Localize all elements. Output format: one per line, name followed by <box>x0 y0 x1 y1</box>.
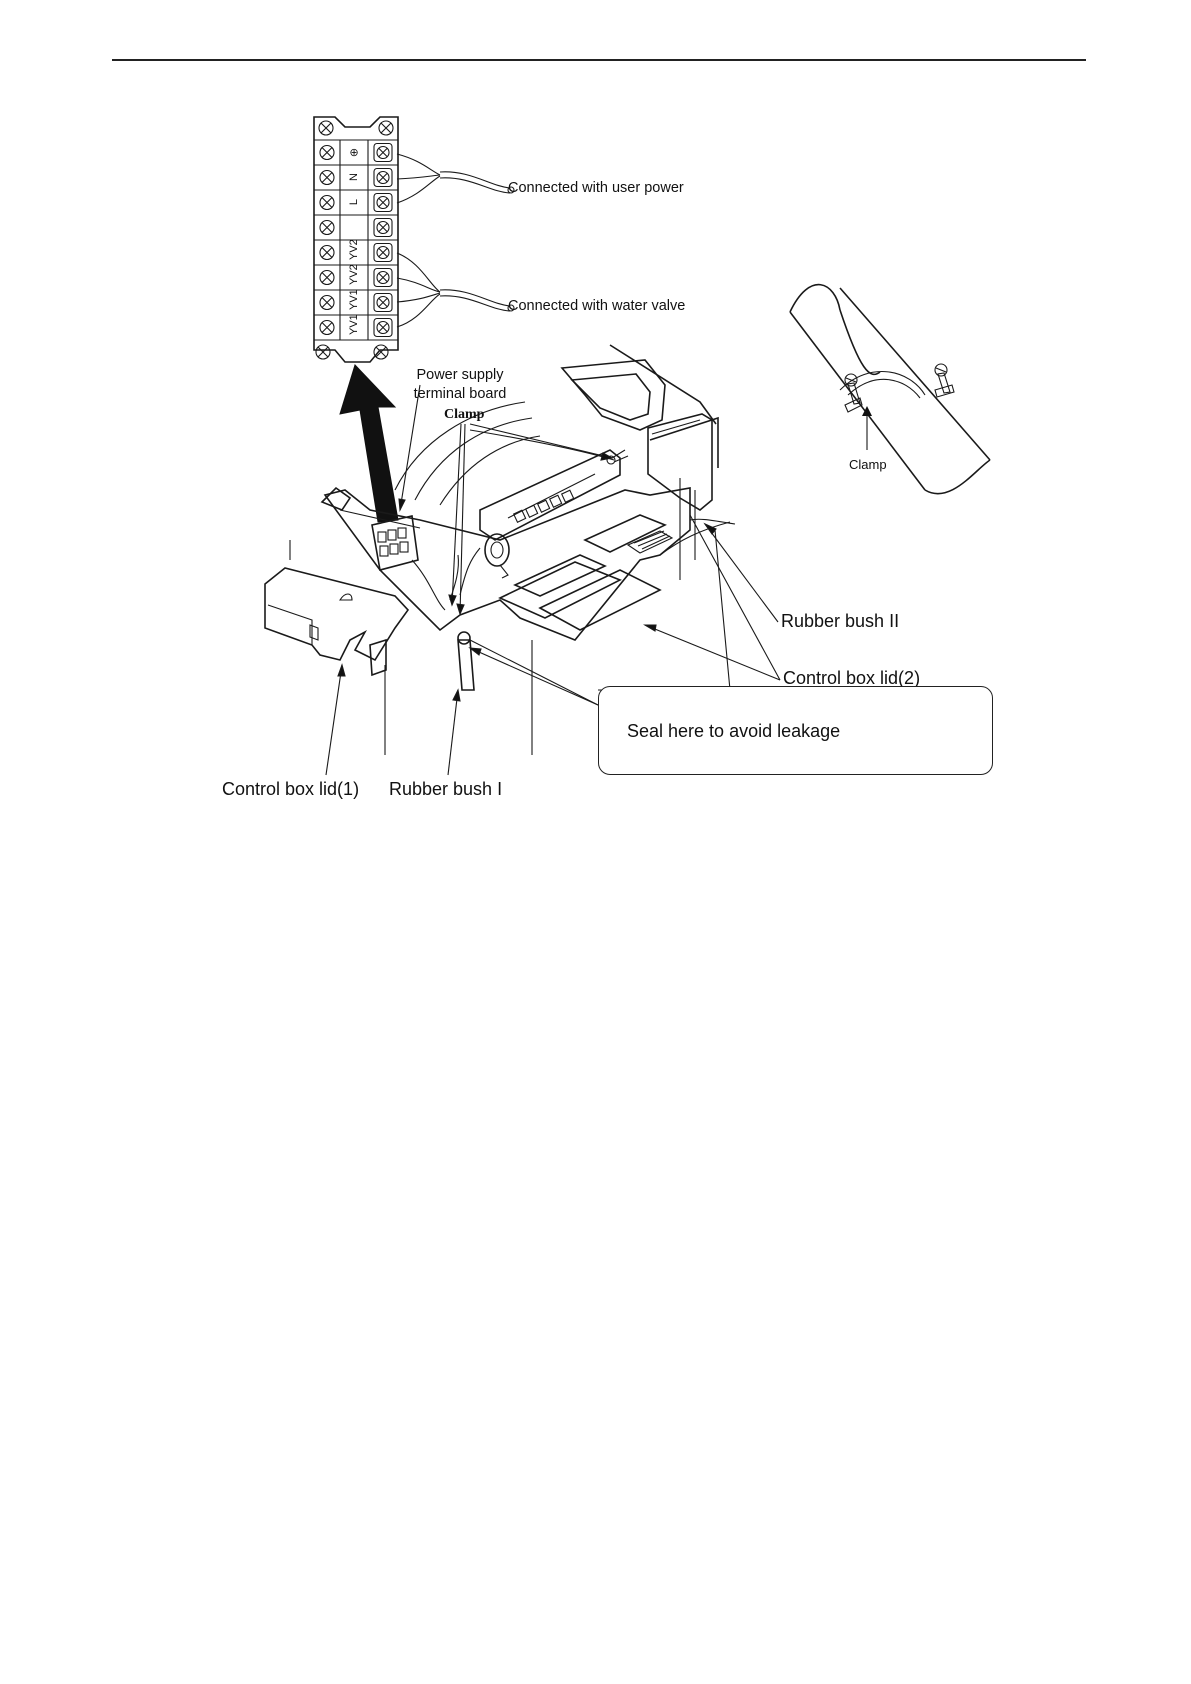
seal-callout: Seal here to avoid leakage <box>598 686 993 775</box>
label-seal-note: Seal here to avoid leakage <box>627 721 840 742</box>
zoom-arrow <box>340 365 398 522</box>
label-water-valve: Connected with water valve <box>508 299 685 314</box>
label-power-supply-1: Power supply <box>405 368 515 383</box>
terminal-label: N <box>348 169 360 185</box>
terminal-label: YV1 <box>348 294 360 310</box>
label-rubber-bush-1: Rubber bush I <box>389 780 502 798</box>
label-clamp-detail: Clamp <box>849 458 887 471</box>
label-user-power: Connected with user power <box>508 181 684 196</box>
terminal-label: YV2 <box>348 244 360 260</box>
label-clamp-main: Clamp <box>444 408 484 422</box>
terminal-label: L <box>348 194 360 210</box>
power-cable <box>397 154 514 203</box>
label-power-supply-2: terminal board <box>405 387 515 402</box>
terminal-label: YV2 <box>348 269 360 285</box>
valve-cable <box>397 253 514 327</box>
label-rubber-bush-2: Rubber bush II <box>781 612 899 630</box>
label-control-box-lid-2: Control box lid(2) <box>783 669 920 687</box>
terminal-label: YV1 <box>348 319 360 335</box>
terminal-label: ⊕ <box>348 144 361 160</box>
label-control-box-lid-1: Control box lid(1) <box>222 780 359 798</box>
clamp-detail <box>790 285 990 494</box>
